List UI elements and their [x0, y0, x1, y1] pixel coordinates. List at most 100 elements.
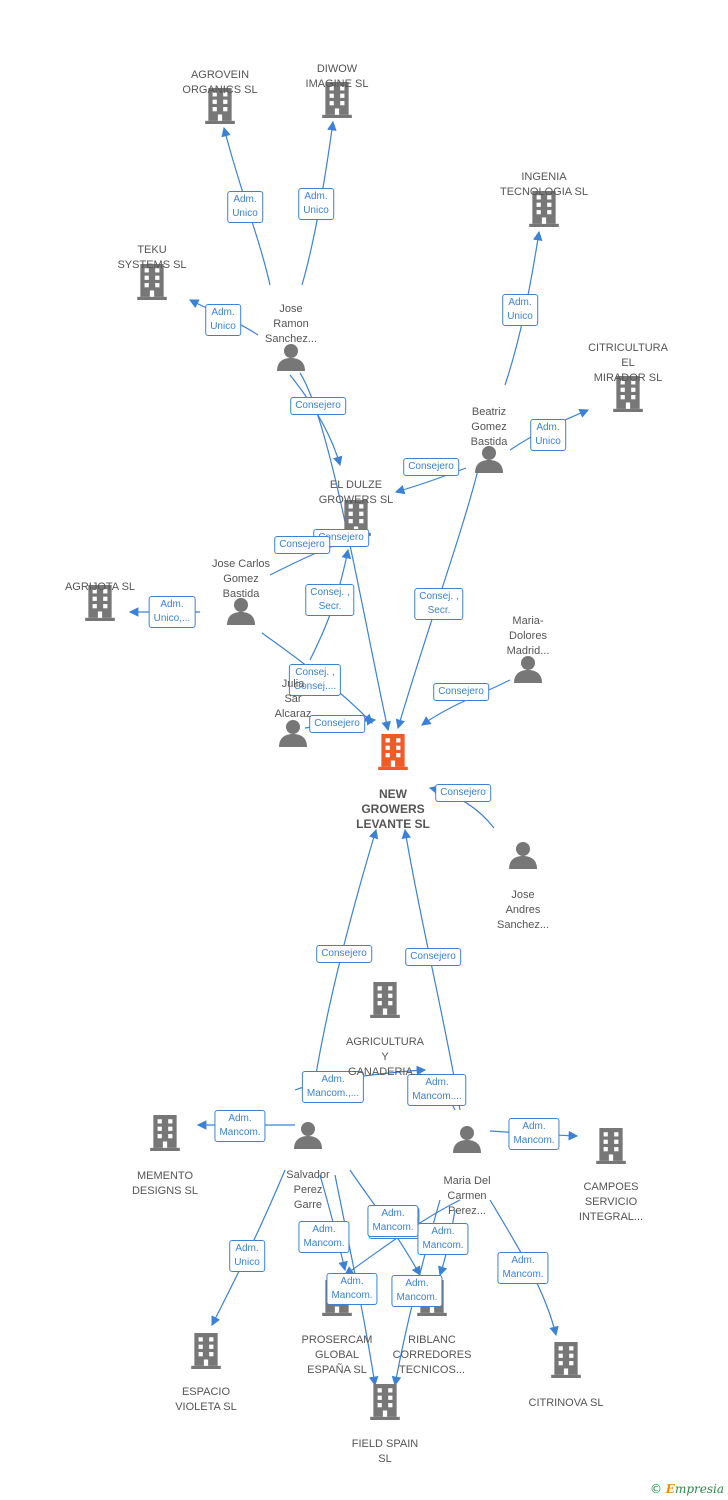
edge-label[interactable]: Adm.Unico: [205, 304, 241, 336]
edge-label-line: Adm.: [235, 1243, 259, 1254]
edge-label[interactable]: Consej. ,Consej....: [288, 664, 342, 696]
edge-label[interactable]: Adm.Mancom.,...: [301, 1071, 365, 1103]
person-icon[interactable]: [279, 720, 307, 747]
node-label-line: DIWOW: [316, 63, 358, 75]
edge-label-line: Consej. ,: [419, 591, 459, 602]
edge-label[interactable]: Adm.Unico: [227, 191, 263, 223]
edge-label[interactable]: Consejero: [274, 536, 330, 554]
edge-label[interactable]: Consej. ,Secr.: [414, 588, 464, 620]
building-icon[interactable]: [378, 734, 408, 770]
node-label-line: GLOBAL: [314, 1349, 360, 1361]
edge-label-line: Adm.: [340, 1276, 364, 1287]
edge-label[interactable]: Adm.Mancom.: [326, 1273, 378, 1305]
node-label-line: Alcaraz: [274, 708, 312, 720]
building-icon[interactable]: [150, 1115, 180, 1151]
edge-label-line: Adm.: [381, 1208, 405, 1219]
edge-label-line: Mancom.: [303, 1238, 345, 1249]
empresia-logo: © Empresia: [649, 1482, 724, 1496]
edge-label[interactable]: Consej. ,Secr.: [305, 584, 355, 616]
edge-label-line: Consejero: [318, 532, 364, 543]
node-label-line: Bastida: [470, 436, 508, 448]
edge-label-line: Consejero: [295, 400, 341, 411]
edge-label[interactable]: Adm.Mancom....: [407, 1074, 467, 1106]
building-icon[interactable]: [370, 1384, 400, 1420]
edge-label-line: Adm.: [431, 1226, 455, 1237]
edge-label[interactable]: Adm.Mancom.: [214, 1110, 266, 1142]
node-label-line: SERVICIO: [584, 1196, 638, 1208]
edge-label[interactable]: Adm.Mancom.: [508, 1118, 560, 1150]
node-label-line: Perez: [293, 1184, 323, 1196]
node-label-line: TECNICOS...: [398, 1364, 465, 1376]
edge-label-line: Unico: [535, 436, 561, 447]
edge-label[interactable]: Adm.Mancom.: [298, 1221, 350, 1253]
node-label-citrinova[interactable]: CITRINOVA SL: [529, 1396, 604, 1411]
edge-label[interactable]: Consejero: [403, 458, 459, 476]
edge-label-line: Mancom.: [219, 1127, 261, 1138]
edge-label-line: Consejero: [314, 718, 360, 729]
node-label-line: NEW: [379, 787, 407, 801]
person-icon[interactable]: [475, 446, 503, 473]
edge-label[interactable]: Adm.Mancom.: [367, 1205, 419, 1237]
building-icon[interactable]: [596, 1128, 626, 1164]
edge-label[interactable]: Adm.Unico: [530, 419, 566, 451]
person-icon[interactable]: [227, 598, 255, 625]
node-label-line: AGRICULTURA: [345, 1036, 425, 1048]
node-label-line: GANADERIA...: [348, 1066, 422, 1078]
person-icon[interactable]: [277, 344, 305, 371]
node-label-line: Y: [381, 1051, 389, 1063]
building-icon[interactable]: [370, 982, 400, 1018]
edge-label[interactable]: Consejero: [309, 715, 365, 733]
edge-label-line: Unico: [507, 311, 533, 322]
person-icon[interactable]: [514, 656, 542, 683]
node-label-line: Julia: [281, 678, 305, 690]
edge-label[interactable]: Adm.Unico: [229, 1240, 265, 1272]
node-label-line: ESPAÑA SL: [307, 1364, 367, 1376]
node-label-line: CAMPOES: [583, 1181, 639, 1193]
person-icon[interactable]: [294, 1122, 322, 1149]
building-icon[interactable]: [551, 1342, 581, 1378]
edge-label[interactable]: Consejero: [316, 945, 372, 963]
person-icon[interactable]: [453, 1126, 481, 1153]
edge-label-line: Adm.: [233, 194, 257, 205]
node-label-agricultura[interactable]: AGRICULTURA Y GANADERIA...: [346, 1035, 424, 1080]
edge-label[interactable]: Adm.Mancom.: [391, 1275, 443, 1307]
edge-label[interactable]: Adm.Unico: [298, 188, 334, 220]
edge-label[interactable]: Consejero: [433, 683, 489, 701]
edge-label[interactable]: Consejero: [435, 784, 491, 802]
node-label-line: Beatriz: [471, 406, 507, 418]
node-label-line: MIRADOR SL: [593, 372, 663, 384]
node-label-agrijota[interactable]: AGRIJOTA SL: [65, 580, 135, 595]
edge-label[interactable]: Consejero: [405, 948, 461, 966]
edge-label[interactable]: Adm.Mancom.: [417, 1223, 469, 1255]
edge-label[interactable]: Adm.Unico,...: [148, 596, 196, 628]
building-icon[interactable]: [191, 1333, 221, 1369]
edge-label[interactable]: Consejero: [290, 397, 346, 415]
edge-label[interactable]: Adm.Unico: [502, 294, 538, 326]
node-label-line: EL: [621, 357, 635, 369]
edge-label[interactable]: Adm.Mancom.: [497, 1252, 549, 1284]
edge-label-line: Adm.: [511, 1255, 535, 1266]
person-icon[interactable]: [509, 842, 537, 869]
node-label-line: MEMENTO: [136, 1170, 194, 1182]
